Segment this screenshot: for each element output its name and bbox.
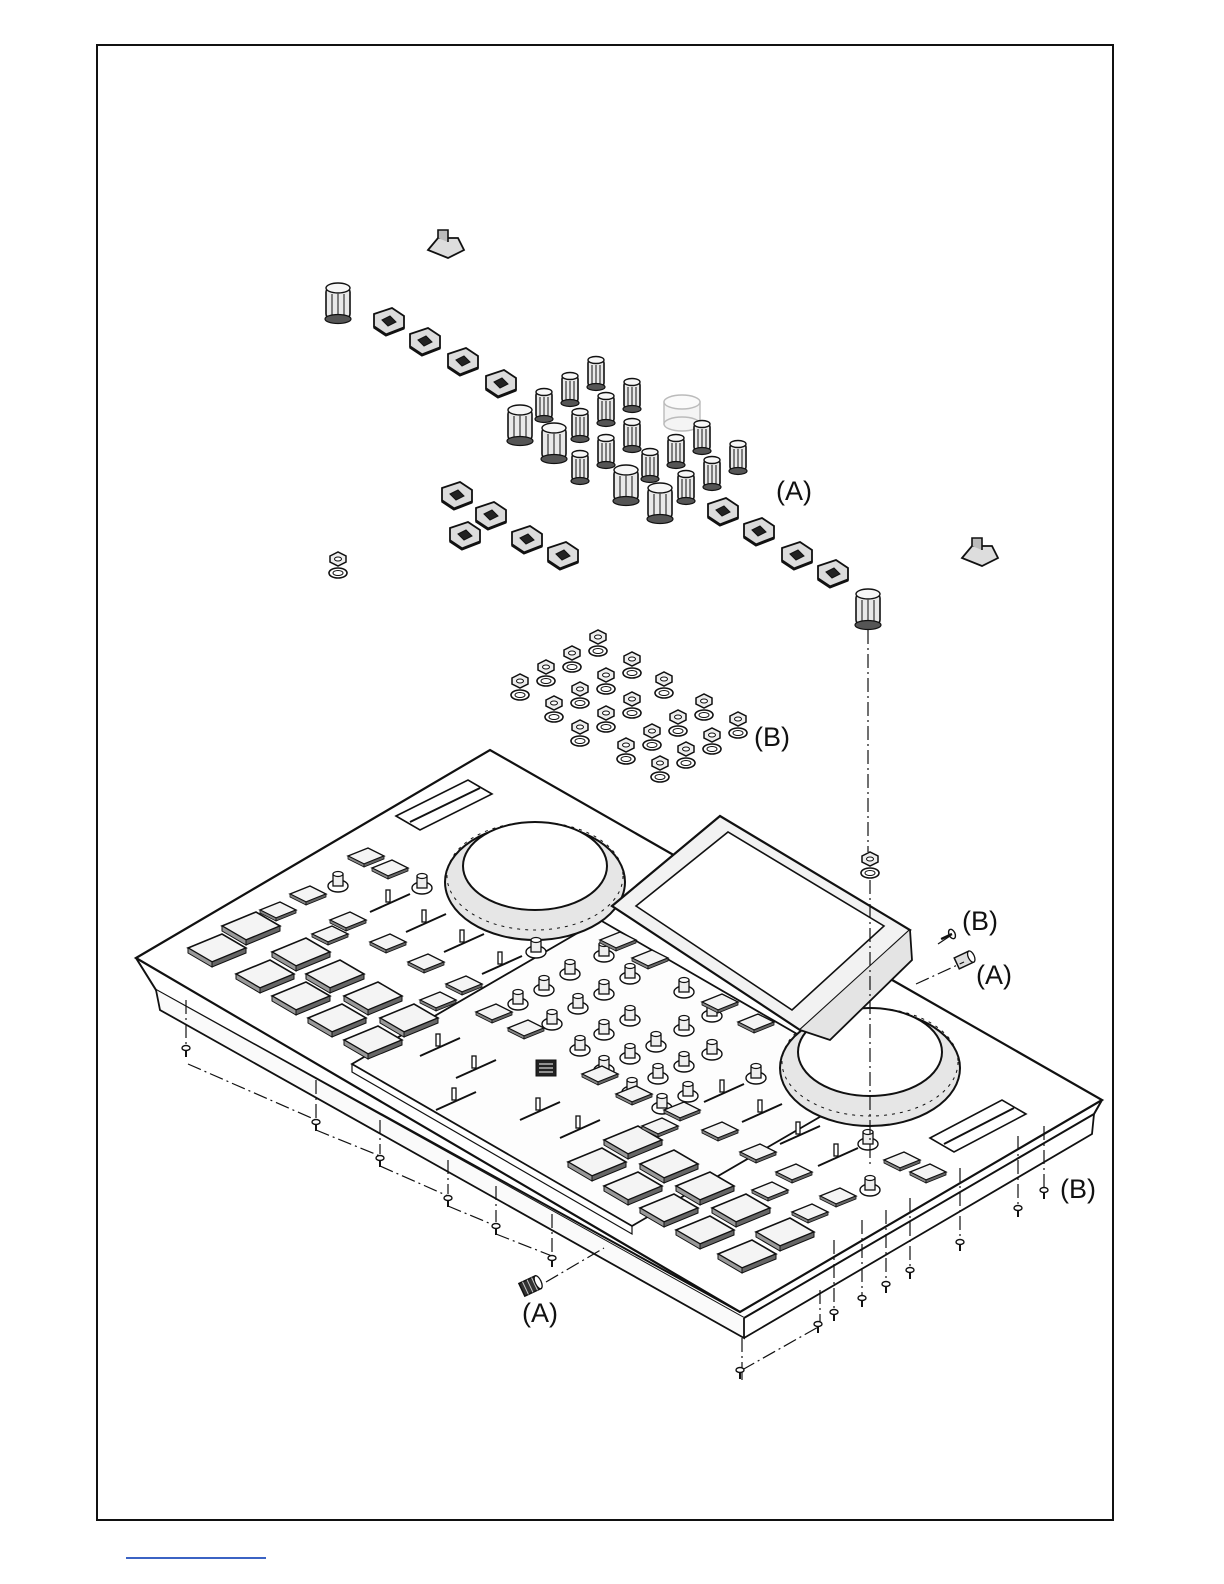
small-knob-icon — [597, 393, 615, 427]
callout-knobs-label: (A) — [776, 476, 812, 506]
screw-icon — [548, 1256, 556, 1268]
nut-washer-icon — [703, 728, 721, 754]
parts-cluster — [325, 230, 998, 630]
fader-cap-icon — [548, 542, 578, 569]
nut-washer-cluster — [511, 630, 747, 782]
side-knob-icon — [954, 950, 976, 969]
fader-cap-icon — [708, 498, 738, 525]
fader-cap-icon — [374, 308, 404, 335]
large-knob-icon — [507, 405, 533, 446]
screw-icon — [492, 1224, 500, 1236]
nut-washer-icon — [597, 706, 615, 732]
small-knob-icon — [587, 357, 605, 391]
crossfader-cap-icon — [428, 230, 464, 258]
fader-cap-icon — [476, 502, 506, 529]
screw-icon — [1040, 1188, 1048, 1200]
callout-bottom-screws-label: (B) — [1060, 1174, 1096, 1204]
large-knob-icon — [541, 423, 567, 464]
nut-washer-icon — [545, 696, 563, 722]
large-knob-icon — [647, 483, 673, 524]
small-knob-icon — [667, 435, 685, 469]
small-knob-icon — [693, 421, 711, 455]
screw-icon — [830, 1310, 838, 1322]
small-knob-icon — [597, 435, 615, 469]
large-knob-icon — [855, 589, 881, 630]
fader-cap-icon — [442, 482, 472, 509]
fx-toggle-icon — [536, 1060, 556, 1076]
screw-icon — [956, 1240, 964, 1252]
small-knob-icon — [561, 373, 579, 407]
callout-front-knob-label: (A) — [522, 1298, 558, 1328]
screw-icon — [814, 1322, 822, 1334]
nut-washer-icon — [695, 694, 713, 720]
fader-cap-icon — [782, 542, 812, 569]
callout-nuts-label: (B) — [754, 722, 790, 752]
fader-cap-icon — [410, 328, 440, 355]
screw-icon — [858, 1296, 866, 1308]
nut-washer-icon — [571, 720, 589, 746]
callout-side-knob-label: (A) — [976, 960, 1012, 990]
nut-washer-icon — [623, 692, 641, 718]
nut-washer-icon — [651, 756, 669, 782]
screw-icon — [906, 1268, 914, 1280]
controller-body — [136, 750, 1102, 1338]
small-knob-icon — [623, 419, 641, 453]
jog-wheel-left-icon — [445, 822, 625, 940]
screw-icon — [444, 1196, 452, 1208]
fader-cap-icon — [450, 522, 480, 549]
fader-cap-icon — [744, 518, 774, 545]
fader-cap-icon — [818, 560, 848, 587]
small-knob-icon — [623, 379, 641, 413]
nut-washer-icon — [597, 668, 615, 694]
screw-icon — [312, 1120, 320, 1132]
nut-washer-icon — [861, 852, 879, 878]
nut-washer-icon — [329, 552, 347, 578]
screw-icon — [376, 1156, 384, 1168]
callout-side-screw-label: (B) — [962, 906, 998, 936]
crossfader-cap-icon — [962, 538, 998, 566]
nut-washer-icon — [563, 646, 581, 672]
large-knob-icon — [613, 465, 639, 506]
fader-cap-icon — [512, 526, 542, 553]
front-knob-icon — [519, 1275, 544, 1297]
small-knob-icon — [703, 457, 721, 491]
nut-washer-icon — [729, 712, 747, 738]
screw-icon — [182, 1046, 190, 1058]
nut-washer-icon — [623, 652, 641, 678]
nut-washer-icon — [589, 630, 607, 656]
nut-washer-icon — [643, 724, 661, 750]
small-knob-icon — [729, 441, 747, 475]
fader-cap-icon — [448, 348, 478, 375]
small-knob-icon — [641, 449, 659, 483]
screw-icon — [736, 1368, 744, 1380]
nut-washer-icon — [511, 674, 529, 700]
fader-cap-icon — [486, 370, 516, 397]
nut-washer-icon — [571, 682, 589, 708]
small-knob-icon — [677, 471, 695, 505]
nut-washer-icon — [617, 738, 635, 764]
footer-link-underline — [126, 1557, 266, 1559]
large-knob-icon — [325, 283, 351, 324]
small-knob-icon — [571, 409, 589, 443]
nut-washer-icon — [677, 742, 695, 768]
screw-icon — [882, 1282, 890, 1294]
screw-icon — [1014, 1206, 1022, 1218]
small-knob-icon — [571, 451, 589, 485]
small-knob-icon — [535, 389, 553, 423]
nut-washer-icon — [537, 660, 555, 686]
nut-washer-icon — [669, 710, 687, 736]
nut-washer-icon — [655, 672, 673, 698]
